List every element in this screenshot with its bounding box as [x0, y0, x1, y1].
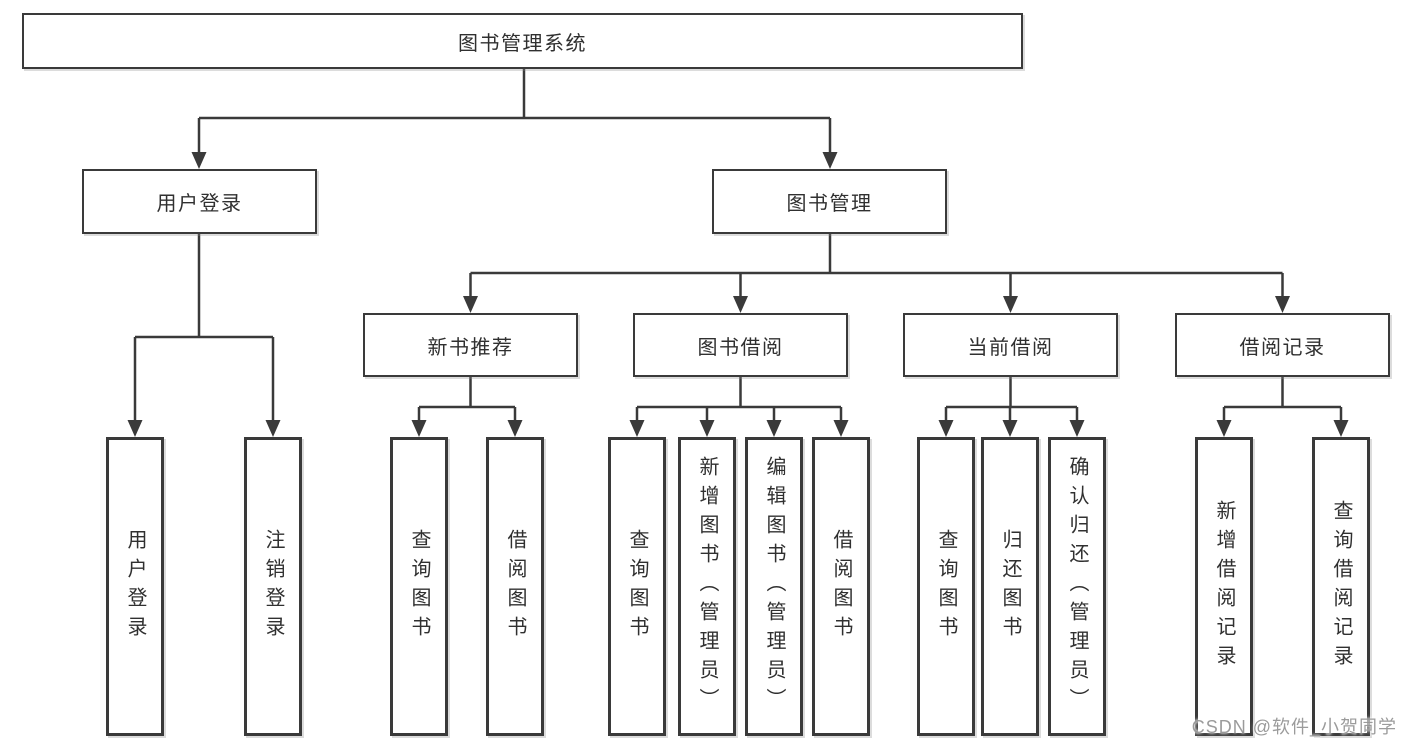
leaf-label: 用户登录: [124, 528, 146, 645]
node-new-book-recommendation: 新书推荐: [363, 313, 578, 377]
node-user-login: 用户登录: [82, 169, 317, 234]
node-library-management-system: 图书管理系统: [22, 13, 1023, 69]
leaf-borrow-books-recommend: 借阅图书: [486, 437, 544, 736]
leaf-label: 归还图书: [999, 528, 1021, 645]
node-book-management: 图书管理: [712, 169, 947, 234]
leaf-query-books-borrowing: 查询图书: [608, 437, 666, 736]
node-label: 图书管理系统: [458, 32, 587, 55]
leaf-return-books: 归还图书: [981, 437, 1039, 736]
leaf-label: 新增图书（管理员）: [696, 456, 718, 717]
leaf-label: 查询图书: [935, 528, 957, 645]
leaf-add-books-admin: 新增图书（管理员）: [678, 437, 736, 736]
node-label: 借阅记录: [1239, 336, 1326, 359]
leaf-label: 查询借阅记录: [1330, 499, 1352, 674]
node-borrowing-records: 借阅记录: [1175, 313, 1390, 377]
leaf-label: 编辑图书（管理员）: [763, 456, 785, 717]
leaf-user-login: 用户登录: [106, 437, 164, 736]
leaf-logout: 注销登录: [244, 437, 302, 736]
leaf-label: 借阅图书: [830, 528, 852, 645]
node-current-borrowing: 当前借阅: [903, 313, 1118, 377]
leaf-borrow-books: 借阅图书: [812, 437, 870, 736]
node-label: 图书管理: [786, 193, 873, 215]
leaf-label: 借阅图书: [504, 528, 526, 645]
leaf-label: 确认归还（管理员）: [1066, 456, 1088, 717]
leaf-query-books-current: 查询图书: [917, 437, 975, 736]
leaf-add-borrow-record: 新增借阅记录: [1195, 437, 1253, 736]
leaf-label: 注销登录: [262, 528, 284, 645]
node-label: 当前借阅: [967, 336, 1054, 359]
node-label: 图书借阅: [697, 336, 784, 359]
leaf-confirm-return-admin: 确认归还（管理员）: [1048, 437, 1106, 736]
node-label: 用户登录: [156, 193, 243, 215]
leaf-edit-books-admin: 编辑图书（管理员）: [745, 437, 803, 736]
leaf-label: 查询图书: [408, 528, 430, 645]
leaf-label: 查询图书: [626, 528, 648, 645]
leaf-label: 新增借阅记录: [1213, 499, 1235, 674]
node-book-borrowing: 图书借阅: [633, 313, 848, 377]
node-label: 新书推荐: [427, 336, 514, 359]
leaf-query-borrow-record: 查询借阅记录: [1312, 437, 1370, 736]
csdn-watermark: CSDN @软件_小贺同学: [1191, 717, 1397, 737]
leaf-query-books-recommend: 查询图书: [390, 437, 448, 736]
